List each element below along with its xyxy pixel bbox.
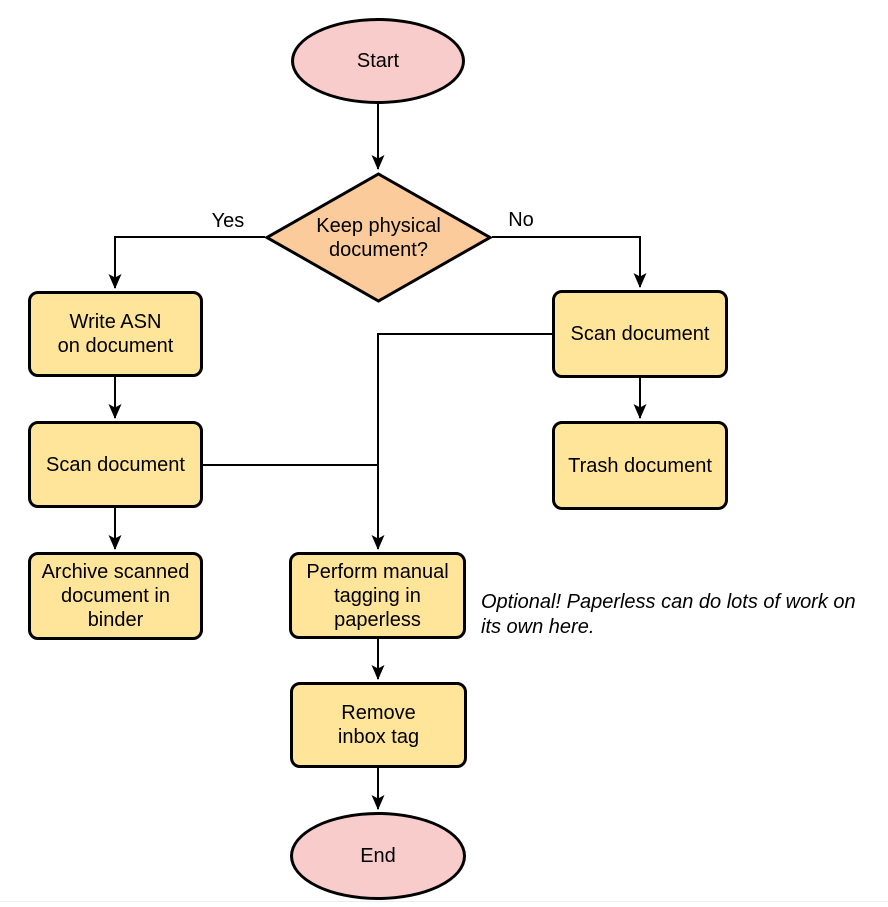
- node-decision: Keep physical document?: [265, 172, 492, 303]
- edge-decision-yes-to-write-asn: [108, 236, 265, 289]
- node-trash-document-label: Trash document: [568, 454, 712, 477]
- node-write-asn-label: Write ASN on document: [57, 311, 174, 357]
- node-end-label: End: [360, 845, 396, 867]
- node-start-label: Start: [356, 50, 400, 72]
- node-archive-binder: Archive scanned document in binder: [28, 552, 203, 640]
- node-scan-document-left-label: Scan document: [46, 453, 185, 476]
- edge-scan-right-to-tagging: [371, 333, 552, 550]
- node-scan-document-right-label: Scan document: [570, 323, 710, 345]
- node-end: End: [290, 812, 466, 900]
- decision-diamond-shape: [265, 172, 492, 303]
- node-write-asn: Write ASN on document: [28, 291, 203, 377]
- node-remove-inbox-tag: Remove inbox tag: [290, 682, 467, 768]
- page-bottom-divider: [0, 901, 888, 902]
- node-trash-document: Trash document: [552, 421, 728, 510]
- node-start: Start: [291, 18, 465, 104]
- node-remove-inbox-tag-label: Remove inbox tag: [337, 702, 420, 748]
- edge-label-no: No: [508, 209, 534, 231]
- optional-note: Optional! Paperless can do lots of work …: [481, 591, 856, 638]
- node-decision-label: Keep physical document?: [316, 214, 441, 261]
- node-manual-tagging: Perform manual tagging in paperless: [289, 552, 466, 639]
- node-manual-tagging-label: Perform manual tagging in paperless: [306, 560, 449, 631]
- edge-label-yes: Yes: [211, 210, 245, 232]
- edge-decision-no-to-scan-right: [492, 236, 647, 288]
- node-archive-binder-label: Archive scanned document in binder: [41, 561, 190, 631]
- node-scan-document-left: Scan document: [28, 421, 203, 508]
- node-scan-document-right: Scan document: [552, 290, 728, 378]
